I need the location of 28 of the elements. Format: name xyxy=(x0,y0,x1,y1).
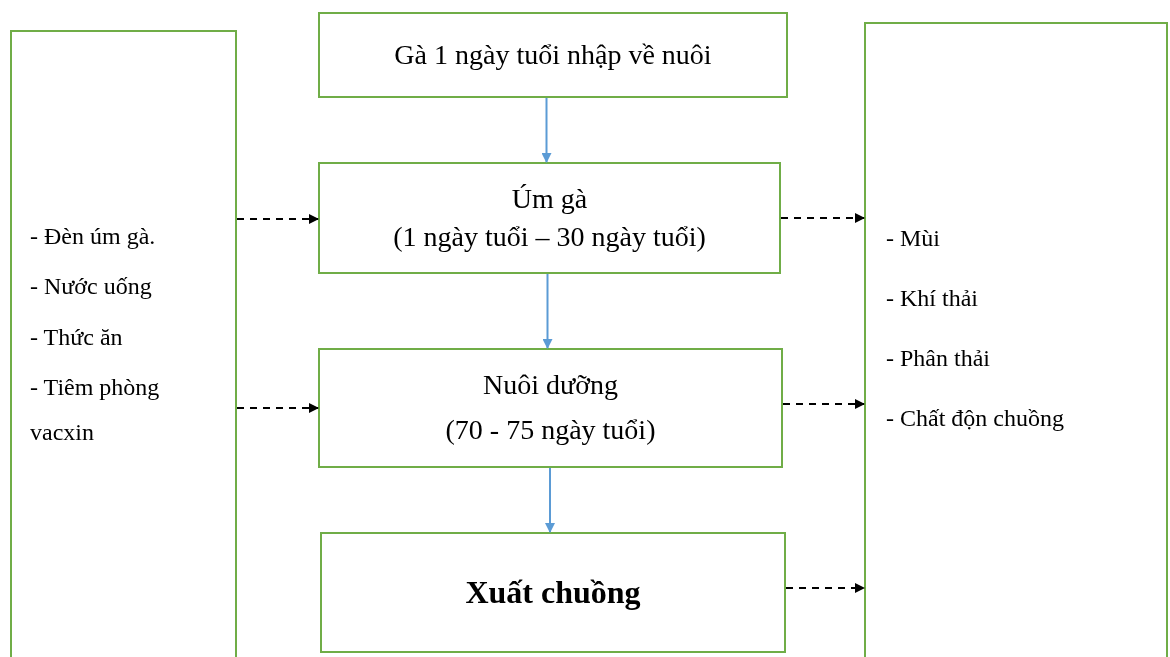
arrow xyxy=(545,467,555,533)
arrow xyxy=(541,97,552,163)
list-item: - Nước uống xyxy=(30,272,152,302)
box-text: Gà 1 ngày tuổi nhập về nuôi xyxy=(394,37,712,72)
list-item: - Mùi xyxy=(886,224,940,253)
list-item: - Tiêm phòng vacxin xyxy=(30,373,161,447)
box-text: Nuôi dưỡng xyxy=(483,368,618,403)
list-box xyxy=(864,22,1168,657)
list-item: - Chất độn chuồng xyxy=(886,404,1064,433)
process-box xyxy=(320,532,786,653)
box-text: Úm gà xyxy=(511,182,588,217)
list-item: - Thức ăn xyxy=(30,322,123,352)
arrow xyxy=(782,399,865,409)
list-box xyxy=(10,30,237,657)
box-text: (1 ngày tuổi – 30 ngày tuổi) xyxy=(393,220,706,254)
box-text: Xuất chuồng xyxy=(465,572,641,612)
arrow xyxy=(785,583,865,593)
box-text: (70 - 75 ngày tuổi) xyxy=(445,413,656,447)
list-item: - Khí thải xyxy=(886,284,978,313)
process-box xyxy=(318,12,788,98)
process-box xyxy=(318,162,781,274)
list-item: - Phân thải xyxy=(886,344,990,373)
arrow xyxy=(780,213,865,223)
process-box xyxy=(318,348,783,468)
arrow xyxy=(236,214,319,224)
arrow xyxy=(236,403,319,413)
list-item: - Đèn úm gà. xyxy=(30,222,156,251)
arrow xyxy=(542,273,553,349)
